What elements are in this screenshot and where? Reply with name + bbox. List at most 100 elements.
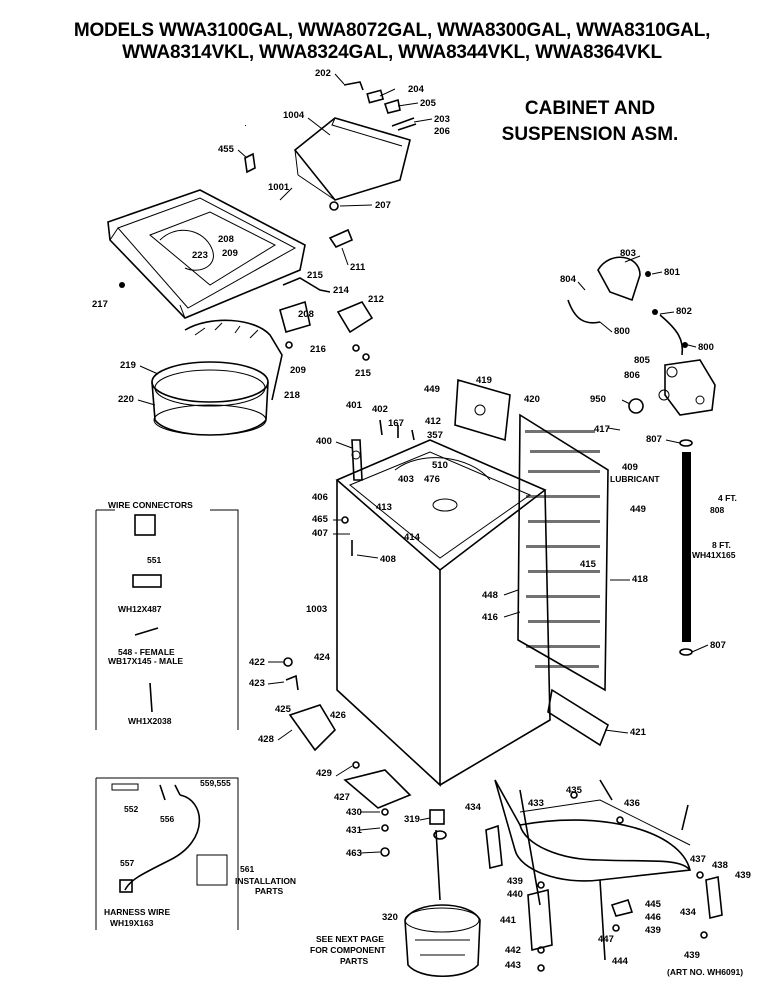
part-label: 439: [684, 950, 700, 961]
part-label: 220: [118, 394, 134, 405]
part-label: 803: [620, 248, 636, 259]
part-label: 437: [690, 854, 706, 865]
part-label: 205: [420, 98, 437, 109]
hose-8ft-label: 8 FT.: [712, 540, 731, 550]
tub-ring-drawing: [151, 319, 283, 436]
part-label: 800: [614, 326, 630, 337]
water-valve-drawing: [567, 256, 716, 416]
part-wh1x2038-label: WH1X2038: [128, 716, 172, 726]
wire-connectors-heading: WIRE CONNECTORS: [108, 500, 193, 510]
suspension-base-drawing: [485, 779, 723, 972]
part-label: 428: [258, 734, 274, 745]
part-label: 417: [594, 424, 610, 435]
part-label: 440: [507, 889, 523, 900]
part-label: 807: [646, 434, 662, 445]
part-label: 223: [192, 250, 208, 261]
part-label: 414: [404, 532, 421, 543]
hinge-parts: [329, 81, 417, 211]
part-label: 802: [676, 306, 692, 317]
part-label: 412: [425, 416, 441, 427]
part-label: 418: [632, 574, 648, 585]
part-label: 455: [218, 144, 235, 155]
part-552-label: 552: [124, 804, 138, 814]
part-label: 413: [376, 502, 392, 513]
part-label: 800: [698, 342, 714, 353]
part-label: 445: [645, 899, 662, 910]
installation-parts-label: PARTS: [255, 886, 284, 896]
part-label: 400: [316, 436, 332, 447]
part-label: 406: [312, 492, 328, 503]
part-label: 212: [368, 294, 384, 305]
models-heading-line1: MODELS WWA3100GAL, WWA8072GAL, WWA8300GA…: [73, 20, 711, 41]
part-label: 216: [310, 344, 326, 355]
part-label: 167: [388, 418, 404, 429]
part-label: 431: [346, 825, 363, 836]
part-label: 424: [314, 652, 331, 663]
section-title-line1: CABINET AND: [524, 98, 656, 119]
leader-lines: [137, 73, 709, 854]
section-title-line2: SUSPENSION ASM.: [501, 124, 679, 145]
part-556-label: 556: [160, 814, 174, 824]
part-label: 423: [249, 678, 265, 689]
part-label: 209: [290, 365, 306, 376]
part-label: 429: [316, 768, 332, 779]
part-label: 476: [424, 474, 440, 485]
see-next-page-1: SEE NEXT PAGE: [316, 934, 384, 944]
part-label: 438: [712, 860, 728, 871]
part-559-label: 559,555: [200, 778, 231, 788]
art-number-label: (ART NO. WH6091): [667, 967, 743, 977]
part-label: 1003: [306, 604, 327, 615]
part-label: 463: [346, 848, 362, 859]
top-cover-drawing: [107, 125, 354, 319]
part-label: 357: [427, 430, 443, 441]
part-label: 415: [580, 559, 597, 570]
part-label: 434: [680, 907, 697, 918]
see-next-page-3: PARTS: [340, 956, 369, 966]
part-label: 806: [624, 370, 640, 381]
gearcase-drawing: [404, 809, 481, 978]
lid-drawing: [293, 117, 411, 201]
part-label: 422: [249, 657, 265, 668]
part-label: 435: [566, 785, 583, 796]
part-label: 441: [500, 915, 517, 926]
hose-4ft-label: 4 FT.: [718, 493, 737, 503]
part-label: 320: [382, 912, 398, 923]
part-561-label: 561: [240, 864, 254, 874]
part-label: 204: [408, 84, 425, 95]
part-label: 416: [482, 612, 498, 623]
suspension-rod-drawing: [341, 419, 415, 556]
installation-label: INSTALLATION: [235, 876, 296, 886]
harness-box: [95, 777, 239, 930]
part-label: 215: [355, 368, 372, 379]
part-label: 407: [312, 528, 328, 539]
part-548-label: 548 - FEMALE: [118, 647, 175, 657]
part-551-label: 551: [147, 555, 161, 565]
part-label: 218: [284, 390, 300, 401]
part-label: 409: [622, 462, 638, 473]
part-label: 219: [120, 360, 136, 371]
part-557-label: 557: [120, 858, 134, 868]
part-label: 203: [434, 114, 450, 125]
part-label: 439: [735, 870, 751, 881]
see-next-page-2: FOR COMPONENT: [310, 945, 386, 955]
part-label: 425: [275, 704, 292, 715]
part-label: 444: [612, 956, 629, 967]
part-label: 807: [710, 640, 726, 651]
lubricant-label: LUBRICANT: [610, 474, 660, 484]
part-808-label: 808: [710, 505, 724, 515]
part-wb17x145-label: WB17X145 - MALE: [108, 656, 183, 666]
part-label: 439: [645, 925, 661, 936]
part-label: 421: [630, 727, 647, 738]
base-rail-drawing: [547, 688, 609, 747]
part-wh12x487-label: WH12X487: [118, 604, 162, 614]
lid-switch-parts: [279, 277, 374, 361]
part-label: 448: [482, 590, 498, 601]
part-label: 804: [560, 274, 577, 285]
models-heading-line2: WWA8314VKL, WWA8324GAL, WWA8344VKL, WWA8…: [122, 42, 662, 63]
part-label: 214: [333, 285, 350, 296]
part-label: 447: [598, 934, 614, 945]
part-label: 434: [465, 802, 482, 813]
part-label: 439: [507, 876, 523, 887]
part-label: 510: [432, 460, 448, 471]
